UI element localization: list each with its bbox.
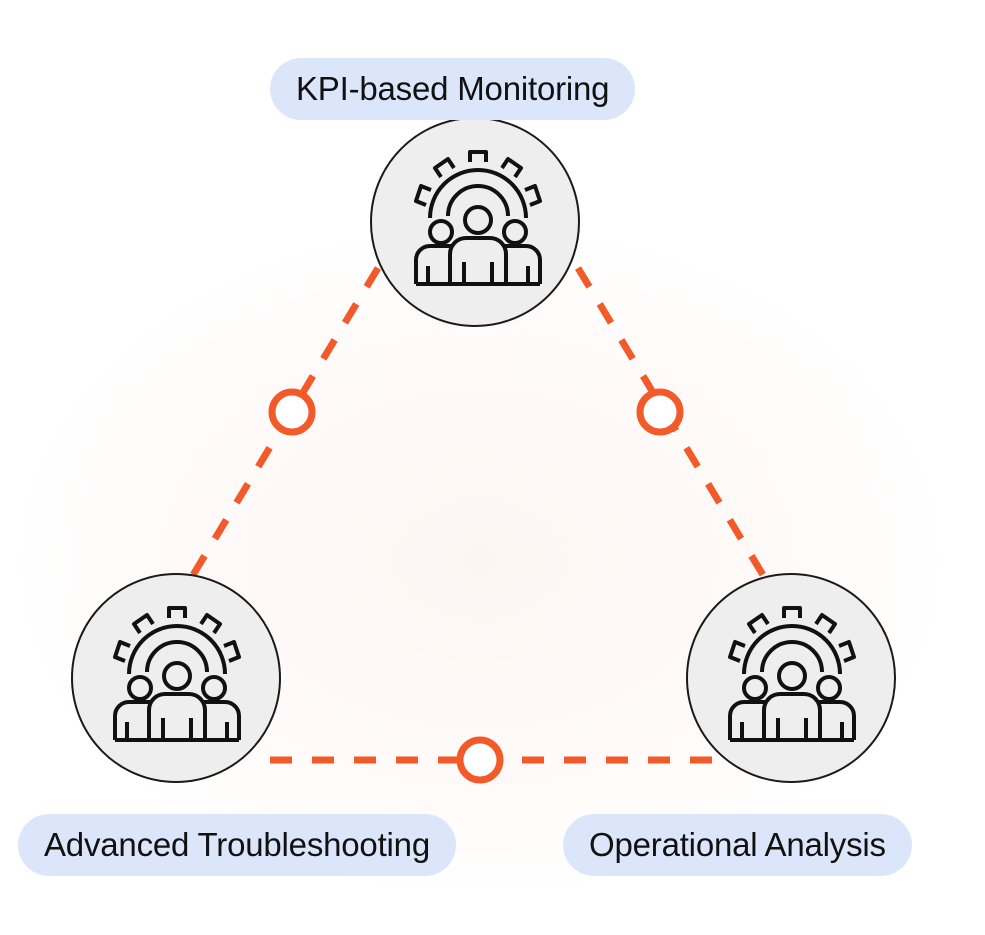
- node-right: [686, 573, 896, 783]
- node-left: [71, 573, 281, 783]
- connector-rings: [268, 388, 684, 784]
- label-advanced-troubleshooting: Advanced Troubleshooting: [18, 814, 456, 876]
- label-operational-analysis: Operational Analysis: [563, 814, 912, 876]
- connector-ring-right: [636, 388, 684, 436]
- label-kpi-based-monitoring: KPI-based Monitoring: [270, 58, 636, 120]
- connector-ring-bottom: [456, 736, 504, 784]
- connector-ring-left: [268, 388, 316, 436]
- node-top: [370, 117, 580, 327]
